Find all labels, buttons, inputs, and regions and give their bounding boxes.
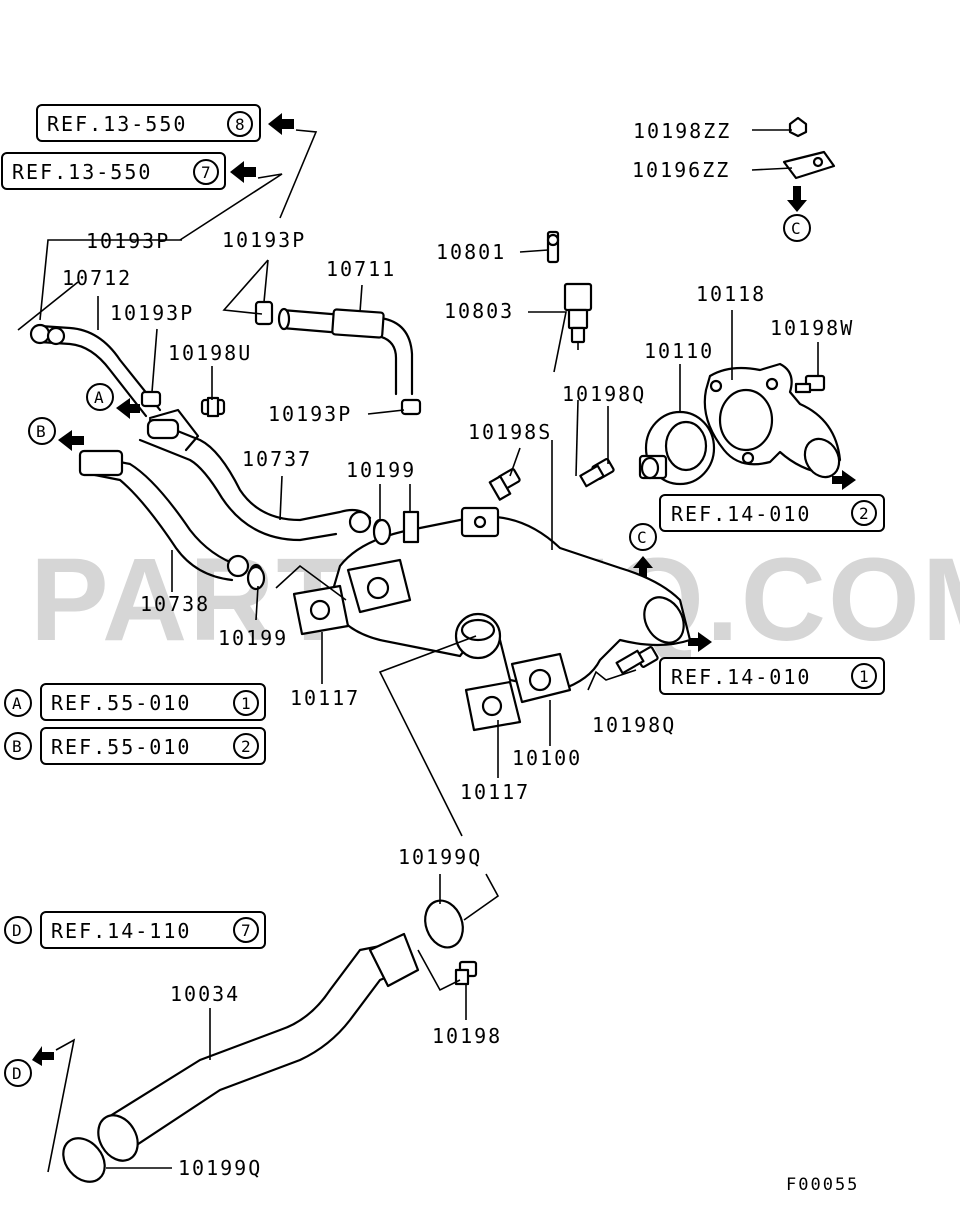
arrow-icon: [268, 113, 294, 135]
part-label-10738[interactable]: 10738: [140, 592, 210, 616]
marker-b-label: B: [12, 737, 22, 756]
sensor-10803[interactable]: [563, 282, 593, 344]
ref-text: REF.55-010: [51, 691, 191, 715]
ref-text: REF.14-110: [51, 919, 191, 943]
part-label-10199-low[interactable]: 10199: [218, 626, 288, 650]
part-label-10198S[interactable]: 10198S: [468, 420, 552, 444]
marker-c-top[interactable]: C: [783, 214, 811, 242]
marker-d-label: D: [12, 921, 22, 940]
ref-box-14-110-7[interactable]: REF.14-110 7: [40, 911, 266, 949]
marker-a-diagram[interactable]: A: [86, 383, 114, 411]
ref-number: 7: [241, 921, 251, 940]
bolt-10198W[interactable]: [794, 374, 826, 394]
sensor-10801[interactable]: [546, 230, 560, 264]
leader-lines: [17, 129, 819, 1169]
part-label-10199Q-bottom[interactable]: 10199Q: [178, 1156, 262, 1180]
arrow-icon: [688, 632, 712, 652]
ref-text: REF.13-550: [12, 160, 152, 184]
marker-a-label: A: [12, 694, 22, 713]
part-label-10199-top[interactable]: 10199: [346, 458, 416, 482]
part-label-10199Q-top[interactable]: 10199Q: [398, 845, 482, 869]
thermostat-10110[interactable]: [638, 410, 716, 486]
bolt-10198Q-right[interactable]: [615, 646, 659, 675]
ref-box-13-550-8[interactable]: REF.13-550 8: [36, 104, 261, 142]
ref-text: REF.14-010: [671, 665, 811, 689]
oring-10199Q-bottom[interactable]: [55, 1130, 113, 1190]
arrow-icon: [32, 1046, 54, 1066]
part-label-10801[interactable]: 10801: [436, 240, 506, 264]
ref-number: 2: [241, 737, 251, 756]
part-label-10712[interactable]: 10712: [62, 266, 132, 290]
figure-code: F00055: [786, 1175, 859, 1195]
ref-number: 7: [201, 163, 211, 182]
part-label-10193P-left[interactable]: 10193P: [110, 301, 194, 325]
part-label-10711[interactable]: 10711: [326, 257, 396, 281]
ref-number: 1: [859, 667, 869, 686]
ref-box-55-010-1[interactable]: REF.55-010 1: [40, 683, 266, 721]
part-label-10198Q-top[interactable]: 10198Q: [562, 382, 646, 406]
marker-c-mid-label: C: [637, 528, 647, 547]
marker-b[interactable]: B: [4, 732, 32, 760]
ref-box-14-010-2[interactable]: REF.14-010 2: [659, 494, 885, 532]
ref-number: 8: [235, 115, 245, 134]
bolt-10198Q-top[interactable]: [579, 458, 615, 488]
bolt-10198U[interactable]: [200, 396, 226, 418]
ref-text: REF.14-010: [671, 502, 811, 526]
part-label-10117-left[interactable]: 10117: [290, 686, 360, 710]
arrow-icon: [230, 161, 256, 183]
ref-box-13-550-7[interactable]: REF.13-550 7: [1, 152, 226, 190]
ref-number: 1: [241, 694, 251, 713]
arrow-icon: [58, 430, 84, 451]
arrow-icon: [116, 398, 140, 419]
part-label-10193P-top[interactable]: 10193P: [86, 229, 170, 253]
marker-d-diagram[interactable]: D: [4, 1059, 32, 1087]
part-label-10198ZZ[interactable]: 10198ZZ: [633, 119, 731, 143]
part-label-10100[interactable]: 10100: [512, 746, 582, 770]
arrow-up-icon: [633, 556, 653, 582]
bracket-10196ZZ[interactable]: [782, 150, 836, 180]
ref-box-55-010-2[interactable]: REF.55-010 2: [40, 727, 266, 765]
arrow-icon: [832, 470, 856, 490]
ref-box-14-010-1[interactable]: REF.14-010 1: [659, 657, 885, 695]
part-label-10110[interactable]: 10110: [644, 339, 714, 363]
marker-a-diagram-label: A: [94, 388, 104, 407]
part-label-10196ZZ[interactable]: 10196ZZ: [632, 158, 730, 182]
part-label-10193P-mid[interactable]: 10193P: [222, 228, 306, 252]
part-label-10198[interactable]: 10198: [432, 1024, 502, 1048]
part-label-10198Q-right[interactable]: 10198Q: [592, 713, 676, 737]
ref-number: 2: [859, 504, 869, 523]
ref-text: REF.55-010: [51, 735, 191, 759]
oring-10199Q-top[interactable]: [419, 895, 469, 952]
marker-b-diagram-label: B: [36, 422, 46, 441]
ref-text: REF.13-550: [47, 112, 187, 136]
part-label-10117-low[interactable]: 10117: [460, 780, 530, 804]
marker-d-diagram-label: D: [12, 1064, 22, 1083]
marker-c-mid[interactable]: C: [629, 523, 657, 551]
bolt-10198ZZ[interactable]: [788, 116, 808, 138]
part-label-10198W[interactable]: 10198W: [770, 316, 854, 340]
bolt-10198S[interactable]: [488, 468, 521, 501]
part-label-10737[interactable]: 10737: [242, 447, 312, 471]
marker-a[interactable]: A: [4, 689, 32, 717]
part-label-10034[interactable]: 10034: [170, 982, 240, 1006]
part-label-10198U[interactable]: 10198U: [168, 341, 252, 365]
part-label-10118[interactable]: 10118: [696, 282, 766, 306]
arrow-down-icon: [787, 186, 807, 212]
marker-c-top-label: C: [791, 219, 801, 238]
marker-b-diagram[interactable]: B: [28, 417, 56, 445]
part-label-10803[interactable]: 10803: [444, 299, 514, 323]
part-label-10193P-low[interactable]: 10193P: [268, 402, 352, 426]
marker-d[interactable]: D: [4, 916, 32, 944]
